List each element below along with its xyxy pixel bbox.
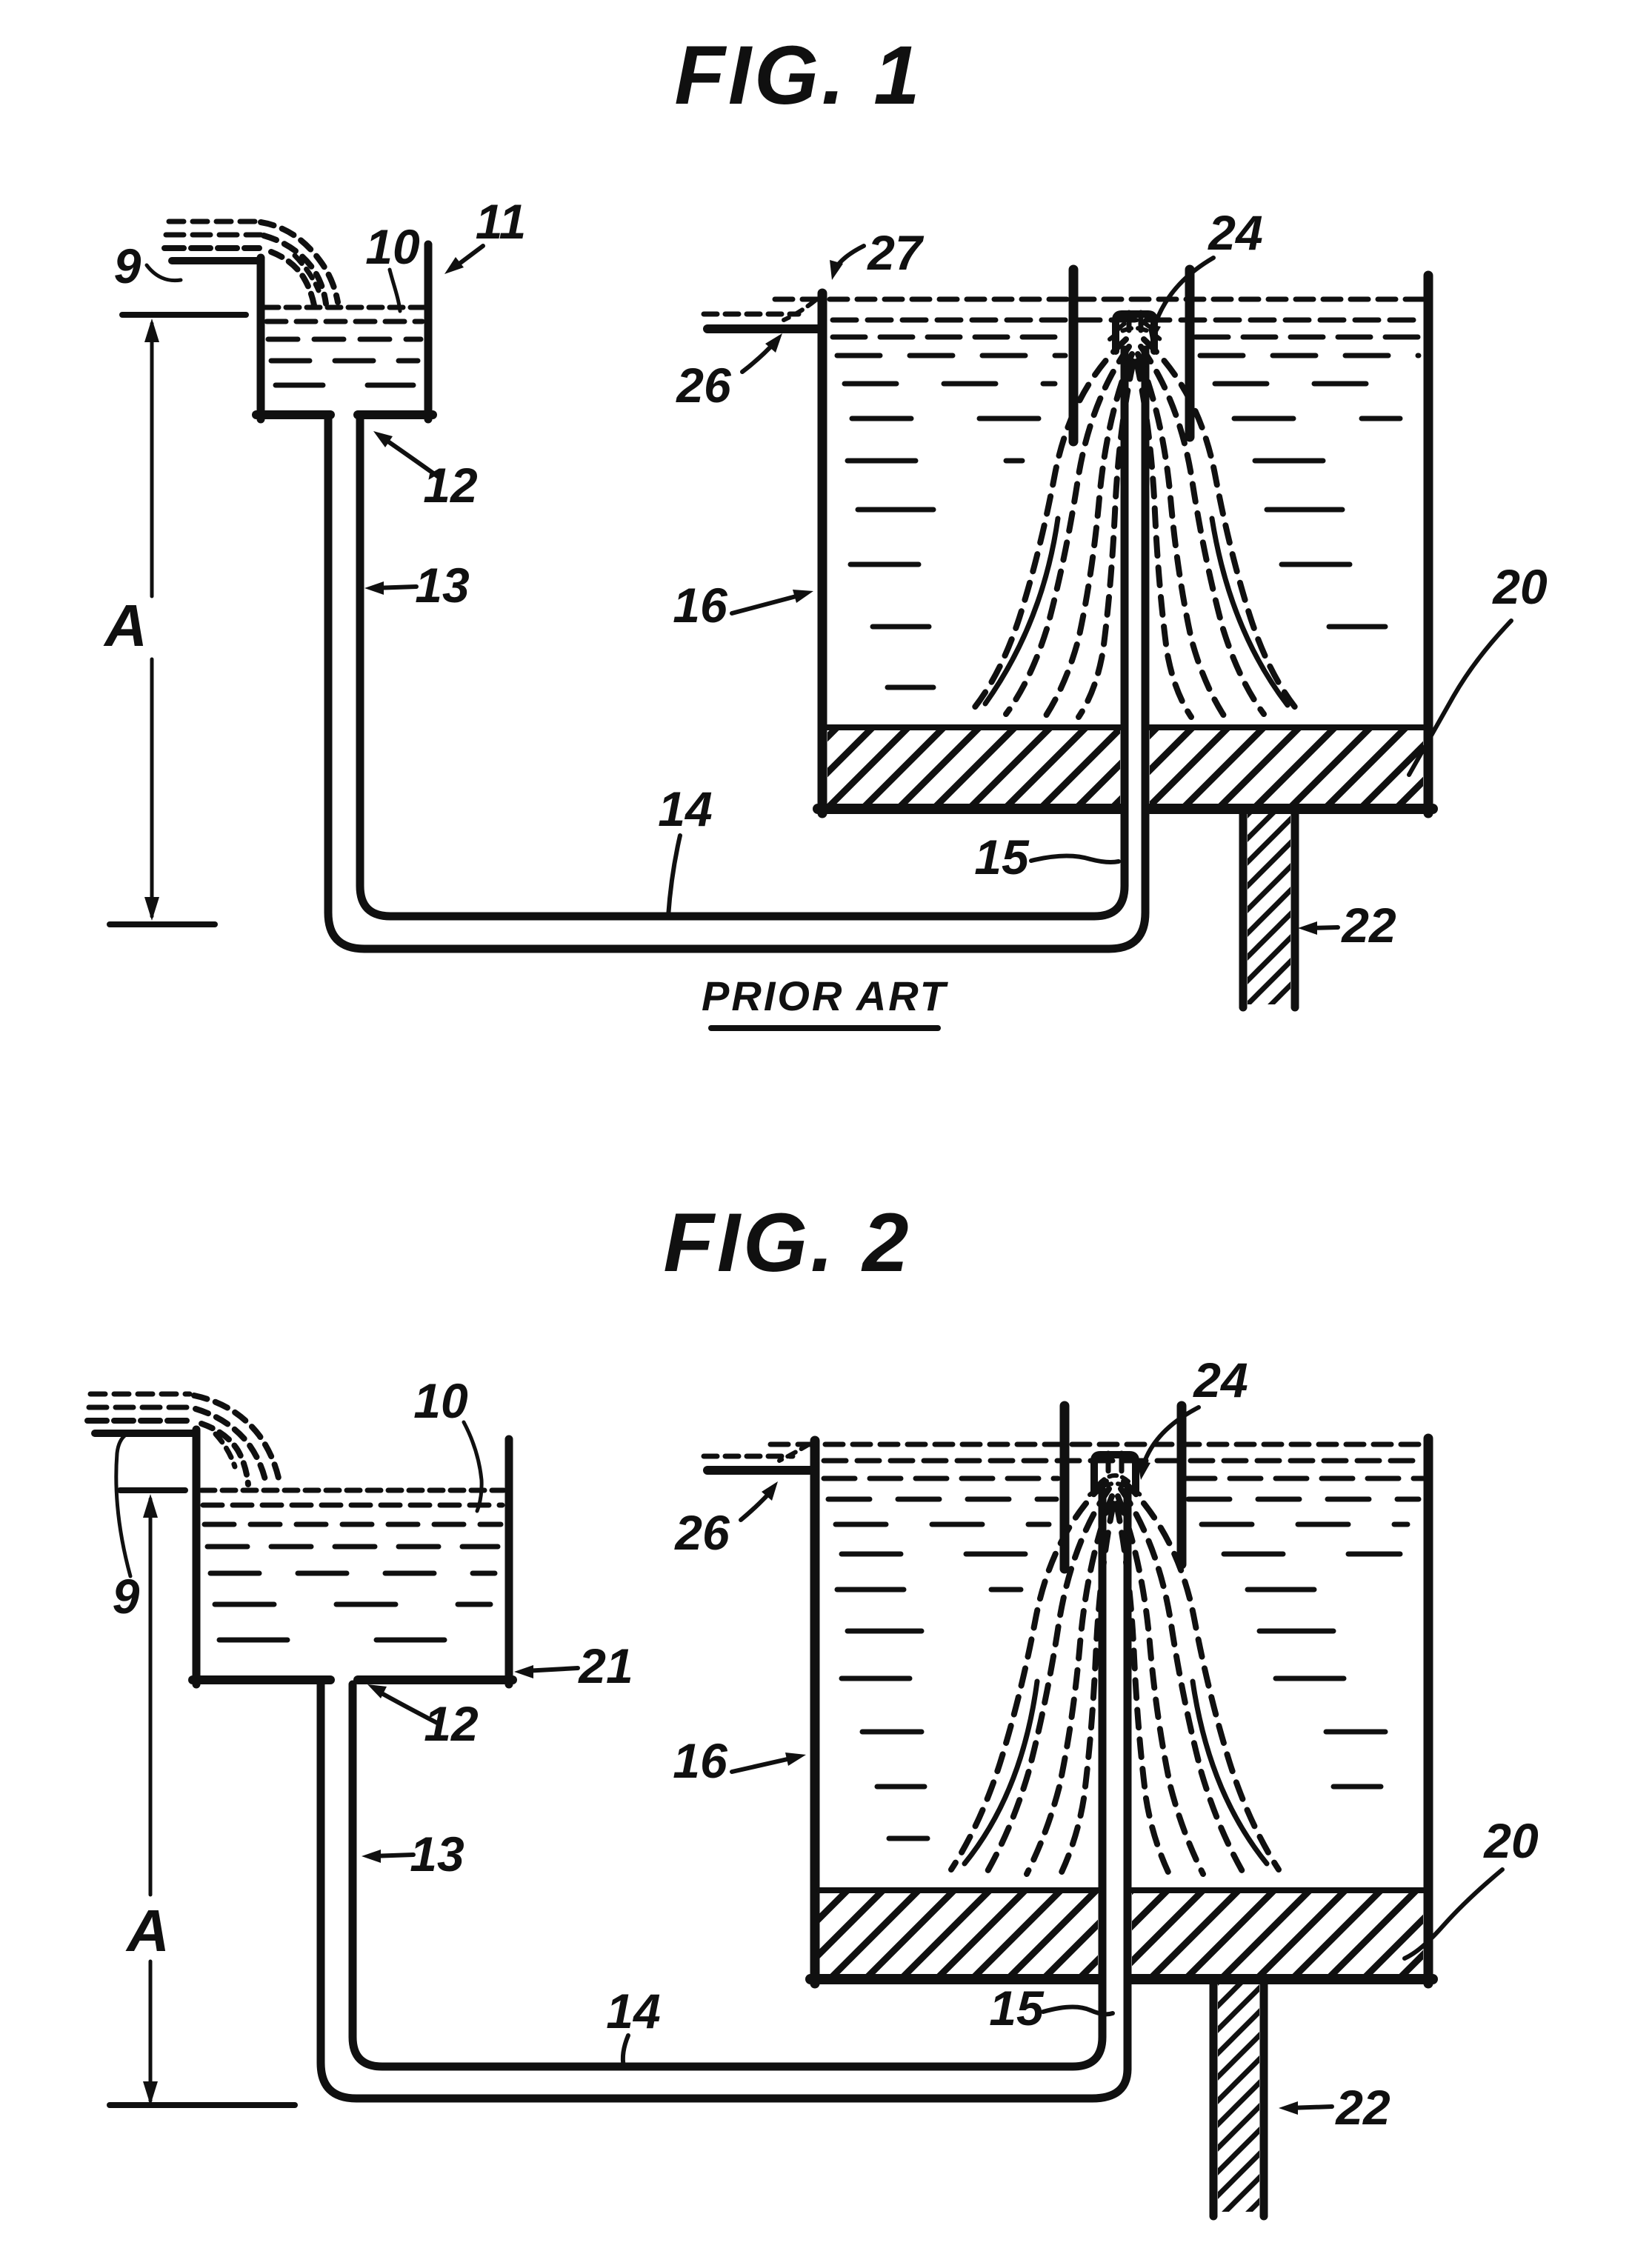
fig1-overflow-launder	[701, 299, 827, 333]
fig1-label-16: 16	[673, 578, 728, 633]
fig2-label-13: 13	[410, 1827, 464, 1881]
fig1-header-tank	[252, 240, 437, 424]
fig1-dimension-a: A	[103, 312, 249, 927]
fig2-feed-liquid	[199, 1487, 507, 1643]
arrowhead	[367, 1684, 387, 1698]
fig1-label-12: 12	[423, 458, 478, 513]
fig2-leaders	[114, 1405, 1505, 2115]
fig1-label-13: 13	[415, 558, 469, 613]
fig2-label-26: 26	[673, 1505, 730, 1560]
fig1-label-26: 26	[675, 358, 732, 413]
arrowhead	[1137, 1460, 1150, 1480]
arrowhead	[364, 581, 384, 595]
fig2-pedestal	[1209, 1979, 1268, 2221]
arrowhead	[514, 1665, 533, 1678]
fig1-header-liquid	[262, 304, 427, 388]
fig1-leaders	[144, 244, 1513, 935]
fig2-drawing: FIG. 2	[84, 1196, 1539, 2221]
fig2-title: FIG. 2	[663, 1196, 911, 1289]
fig2-dim-label: A	[125, 1898, 170, 1964]
fig1-label-15: 15	[974, 830, 1030, 884]
arrowhead	[444, 257, 464, 274]
fig1-label-20: 20	[1491, 559, 1548, 614]
fig1-drawing: FIG. 1	[103, 29, 1548, 1031]
arrowhead	[1279, 2101, 1298, 2115]
fig1-pedestal	[1239, 809, 1299, 1012]
fig1-reference-numerals: 9 10 11 12 13 14 15 16 20 22 24 26 27	[114, 194, 1548, 953]
arrowhead	[765, 333, 782, 353]
fig1-transfer-pipe	[324, 345, 1150, 953]
fig2-fountain-spray	[948, 1473, 1282, 1880]
arrowhead	[1298, 921, 1317, 935]
fig2-label-21: 21	[577, 1638, 633, 1693]
fig1-label-14: 14	[658, 781, 712, 836]
fig2-tank-liquid	[767, 1441, 1426, 1841]
fig2-label-24: 24	[1192, 1353, 1248, 1407]
arrowhead	[830, 260, 843, 280]
dim-arrowhead-down	[144, 897, 159, 921]
fig2-label-15: 15	[989, 1981, 1045, 2035]
fig2-feed-launder	[84, 1391, 282, 1487]
dim-arrowhead-up	[144, 319, 159, 342]
fig1-label-24: 24	[1207, 205, 1262, 260]
fig1-label-10: 10	[365, 219, 420, 274]
arrowhead	[373, 431, 393, 447]
arrowhead	[362, 1850, 381, 1863]
fig2-label-10: 10	[413, 1373, 468, 1428]
fig1-label-22: 22	[1340, 898, 1396, 953]
fig1-caption-group: PRIOR ART	[702, 973, 949, 1031]
fig2-label-16: 16	[673, 1733, 728, 1788]
fig1-title: FIG. 1	[674, 29, 922, 121]
fig2-feed-tank	[188, 1425, 517, 1689]
fig2-receiving-tank	[701, 1401, 1438, 2221]
fig1-tank-liquid	[772, 296, 1426, 690]
arrowhead	[1148, 324, 1161, 344]
fig2-label-9: 9	[113, 1569, 140, 1624]
fig1-fountain-spray	[967, 318, 1302, 720]
fig2-nozzle	[1090, 1450, 1139, 1495]
fig2-dimension-a: A	[107, 1487, 298, 2108]
fig2-transfer-pipe	[316, 1486, 1132, 2103]
fig1-feed-launder	[161, 219, 341, 308]
fig2-bottom-layer	[805, 1887, 1438, 1984]
fig1-label-27: 27	[866, 225, 925, 280]
fig1-label-9: 9	[114, 239, 141, 293]
fig2-reference-numerals: 9 10 21 12 13 14 15 16 20 22 24 26	[113, 1353, 1539, 2135]
arrowhead	[785, 1753, 806, 1766]
arrowhead	[762, 1481, 778, 1501]
arrowhead	[793, 590, 813, 603]
fig1-dim-label: A	[103, 593, 147, 658]
fig1-receiving-tank	[701, 264, 1438, 1012]
fig2-label-12: 12	[424, 1696, 479, 1751]
fig1-caption: PRIOR ART	[702, 973, 949, 1019]
fig2-label-14: 14	[606, 1984, 660, 2038]
fig1-label-11: 11	[476, 194, 527, 249]
dim-arrowhead-down	[143, 2081, 158, 2105]
dim-arrowhead-up	[143, 1494, 158, 1518]
fig2-label-22: 22	[1334, 2080, 1390, 2135]
fig1-bottom-layer	[813, 724, 1438, 814]
fig2-label-20: 20	[1482, 1813, 1539, 1868]
fig2-overflow-launder	[701, 1442, 819, 1475]
